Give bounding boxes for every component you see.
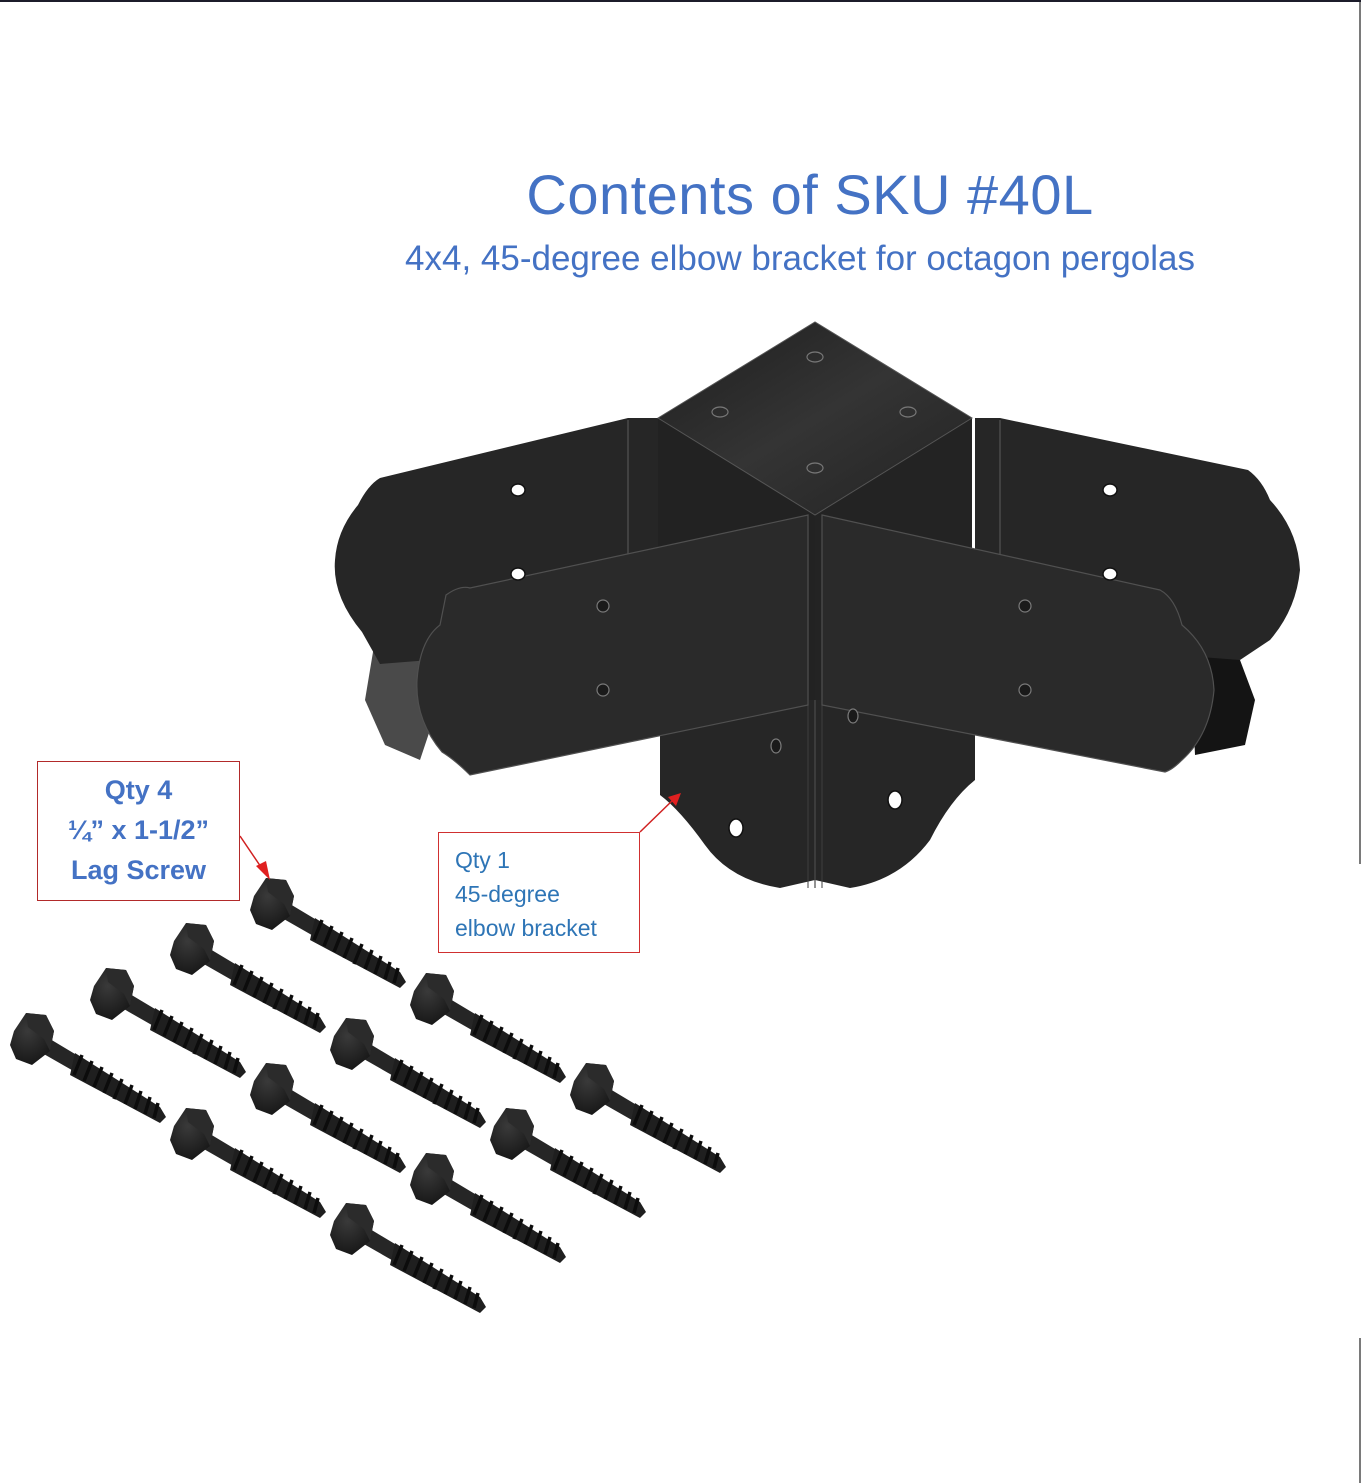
top-border <box>0 0 1361 2</box>
lag-screw-size: ¼” x 1-1/2” <box>67 815 210 845</box>
page-title: Contents of SKU #40L <box>526 163 1094 226</box>
lag-screw-name: Lag Screw <box>70 855 207 885</box>
page-subtitle: 4x4, 45-degree elbow bracket for octagon… <box>405 239 1195 278</box>
right-border <box>1359 2 1361 864</box>
bracket-qty: Qty 1 <box>455 847 510 873</box>
bracket-callout: Qty 1 45-degree elbow bracket <box>438 832 640 953</box>
right-border-lower <box>1359 1338 1361 1483</box>
lag-screw-qty: Qty 4 <box>104 775 173 805</box>
elbow-bracket <box>334 321 1300 888</box>
screw-callout-arrow <box>239 835 270 880</box>
lag-screw-callout: Qty 4 ¼” x 1-1/2” Lag Screw <box>37 761 240 901</box>
bracket-name: elbow bracket <box>455 915 597 941</box>
bracket-callout-arrow <box>639 793 681 833</box>
bracket-type: 45-degree <box>455 881 560 907</box>
